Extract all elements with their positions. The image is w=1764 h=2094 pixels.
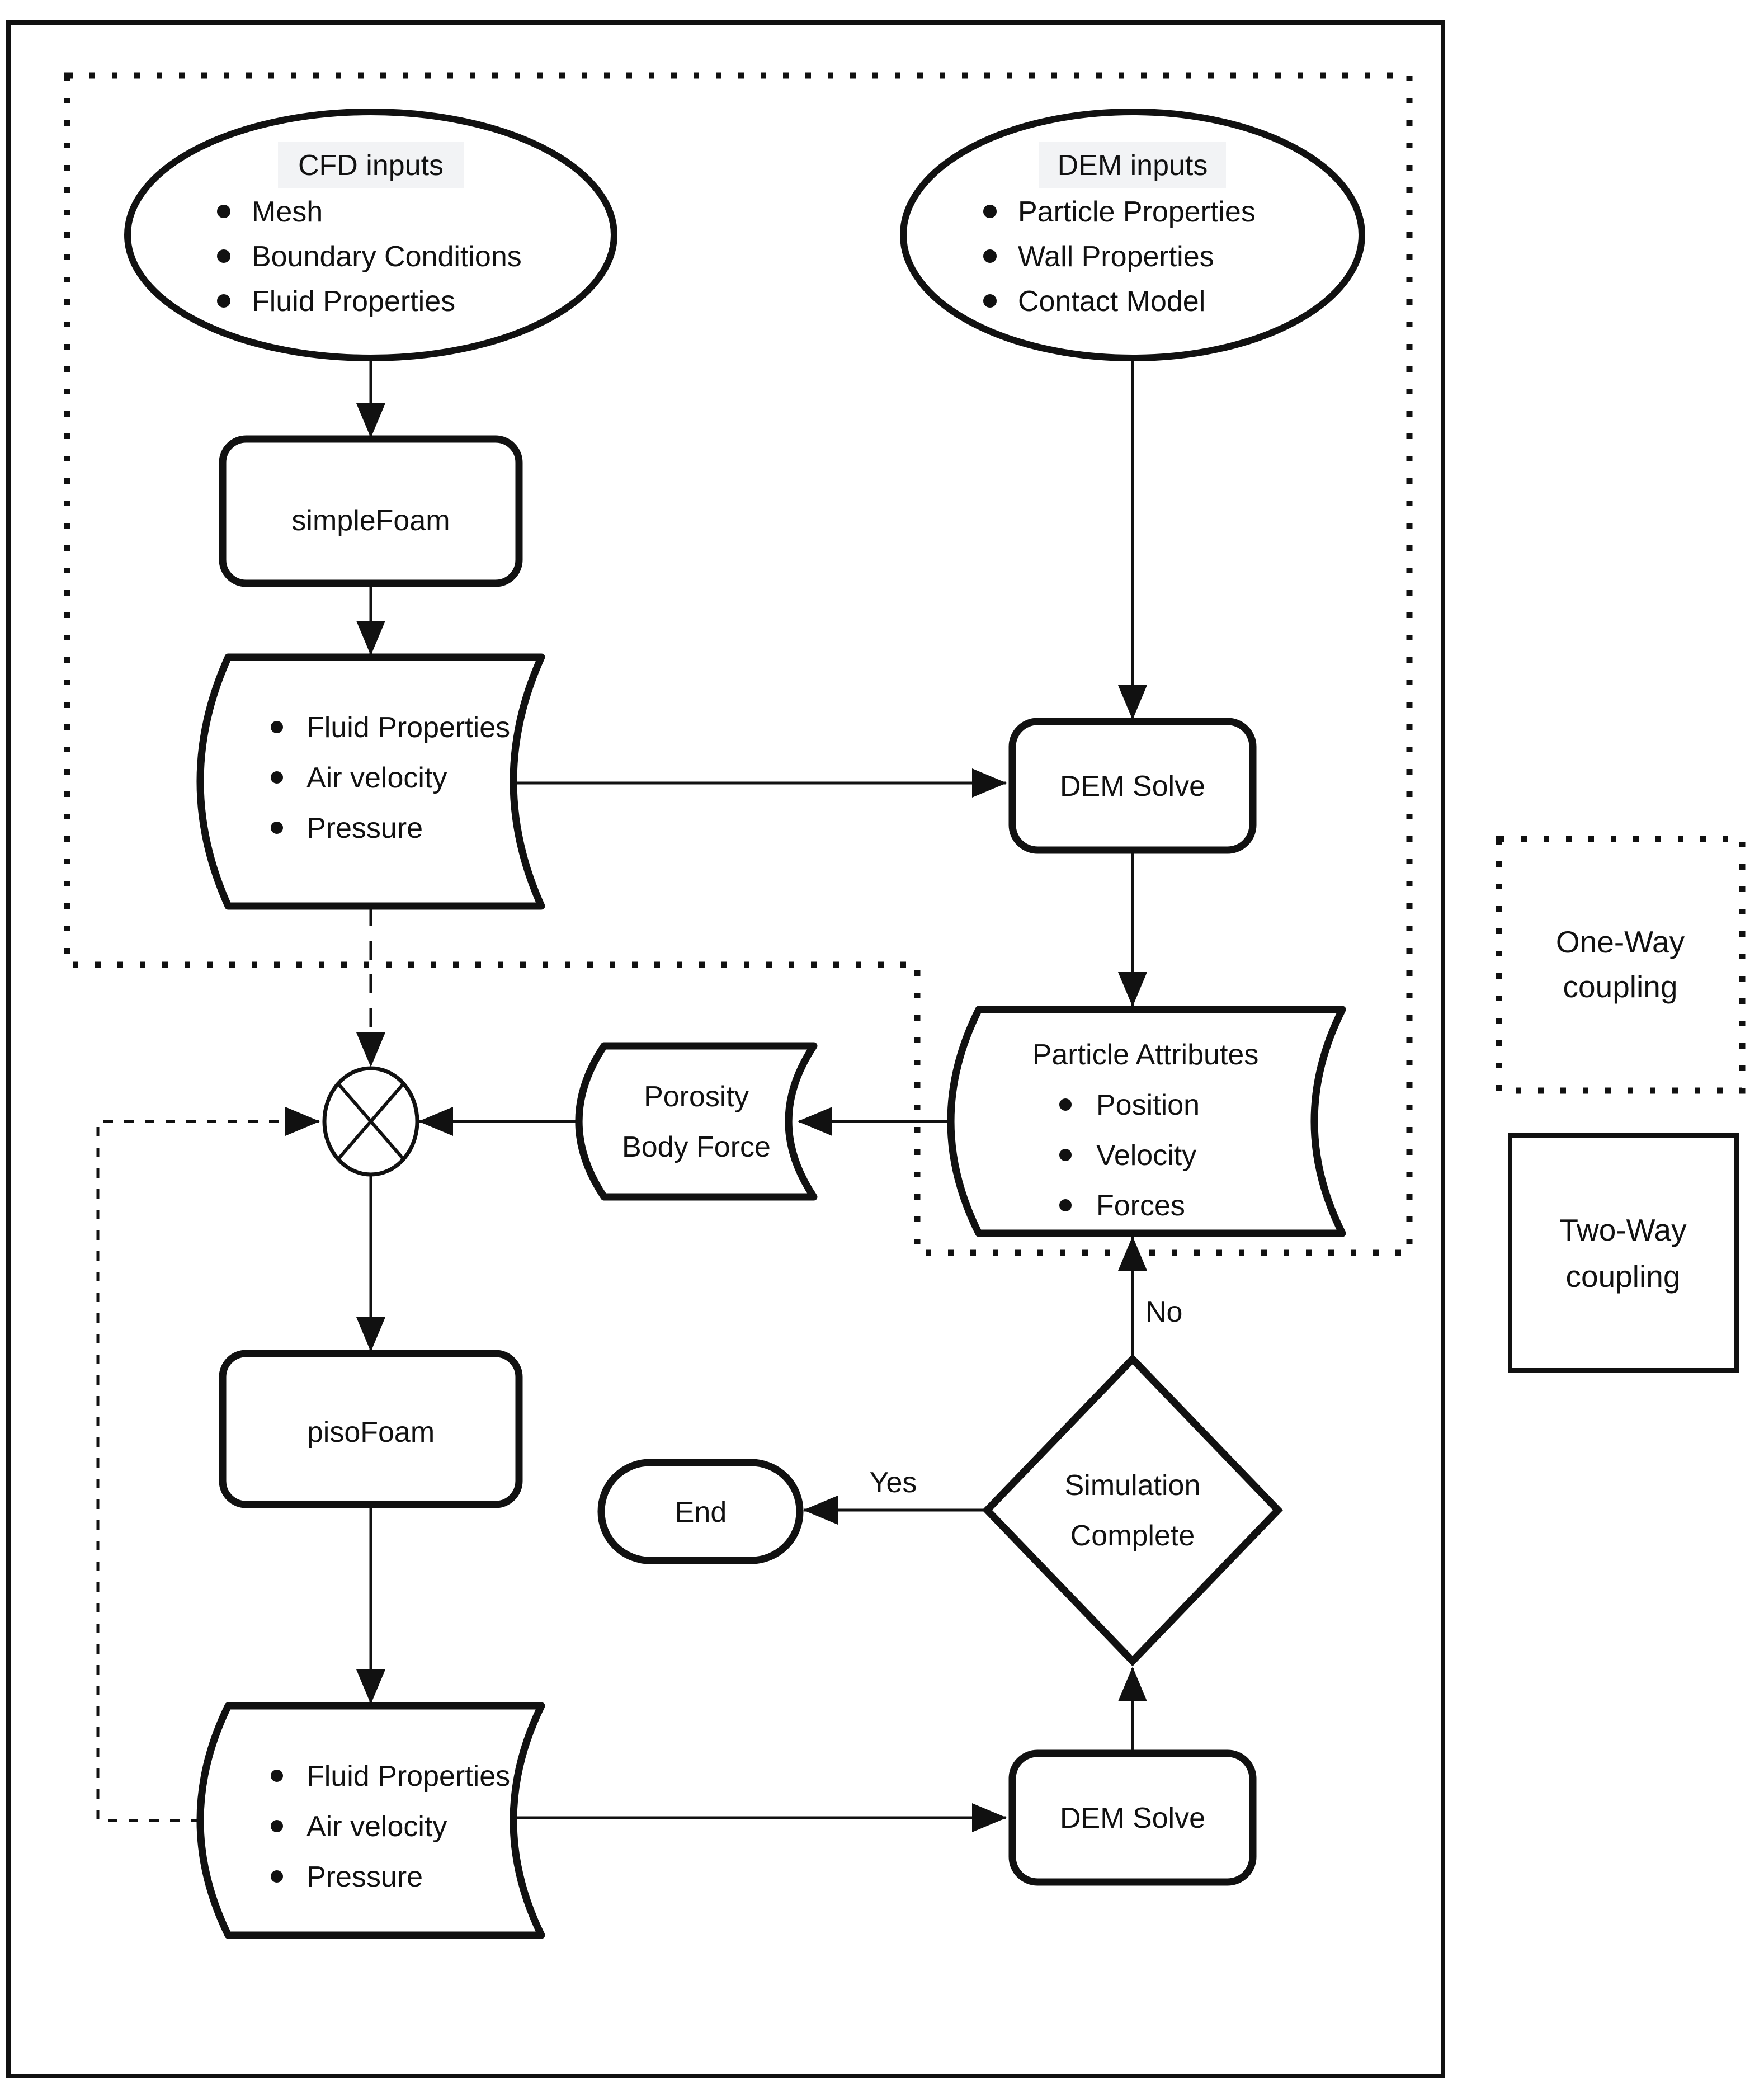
cfd-input-item: Fluid Properties: [252, 285, 455, 318]
porosity-line1: Porosity: [644, 1081, 749, 1113]
dem-solve-bottom-shape: [1008, 1749, 1257, 1886]
particle-attributes-shape: [947, 1006, 1346, 1237]
simulation-complete-line1: Simulation: [1065, 1469, 1201, 1502]
cfd-inputs-shape: [124, 109, 617, 361]
cfd-inputs-title-highlight: [278, 142, 464, 188]
dem-input-item: Wall Properties: [1018, 240, 1214, 273]
pisofoam-shape: [219, 1350, 523, 1508]
one-way-coupling-region-boundary: [64, 72, 1413, 1256]
particle-attributes-item: Position: [1096, 1089, 1200, 1121]
dem-input-item: Particle Properties: [1018, 196, 1256, 228]
dashed-feedback-store-to-junction: [96, 1107, 320, 1822]
cfd-input-item: Boundary Conditions: [252, 240, 522, 273]
bullet-dot: [983, 205, 997, 218]
sum-junction-icon: [322, 1066, 419, 1177]
cfd-input-item: Mesh: [252, 196, 323, 228]
legend-one-way-line2: coupling: [1563, 969, 1678, 1004]
bullet-dot: [1059, 1199, 1072, 1211]
simulation-complete-line2: Complete: [1070, 1520, 1195, 1552]
legend-one-way-line1: One-Way: [1556, 925, 1685, 959]
end-shape: [597, 1459, 804, 1564]
bullet-dot: [271, 721, 283, 733]
bullet-dot: [1059, 1098, 1072, 1111]
node-particle-attributes: Particle Attributes Position Velocity Fo…: [947, 1006, 1346, 1237]
simplefoam-shape: [219, 435, 523, 587]
sum-junction-x-stroke: [337, 1083, 405, 1160]
dem-inputs-title: DEM inputs: [1058, 149, 1208, 182]
node-simplefoam: simpleFoam: [219, 435, 523, 587]
dem-input-item: Contact Model: [1018, 285, 1205, 318]
particle-attributes-item: Forces: [1096, 1190, 1185, 1222]
bullet-dot: [217, 205, 230, 218]
bullet-dot: [217, 249, 230, 263]
end-label: End: [675, 1496, 727, 1529]
bullet-dot: [271, 1820, 283, 1832]
node-pisofoam: pisoFoam: [219, 1350, 523, 1508]
bullet-dot: [271, 771, 283, 784]
bullet-dot: [983, 294, 997, 308]
legend-one-way-box: [1496, 836, 1746, 1094]
bullet-dot: [983, 249, 997, 263]
diagram-border: [6, 20, 1445, 2078]
node-fluid-store-bottom: Fluid Properties Air velocity Pressure: [196, 1702, 545, 1939]
dem-solve-top-label: DEM Solve: [1060, 770, 1205, 803]
legend: One-Way coupling Two-Way coupling: [1496, 836, 1746, 1373]
fluid-store-item: Air velocity: [306, 762, 447, 794]
legend-two-way-line1: Two-Way: [1559, 1213, 1687, 1247]
dem-inputs-shape: [900, 109, 1365, 361]
node-dem-solve-top: DEM Solve: [1008, 718, 1257, 854]
porosity-body-force-shape: [575, 1042, 818, 1201]
cfd-inputs-title: CFD inputs: [298, 149, 444, 182]
porosity-line2: Body Force: [622, 1131, 771, 1163]
node-simulation-complete: Simulation Complete: [982, 1353, 1284, 1667]
dem-solve-top-shape: [1008, 718, 1257, 854]
node-dem-solve-bottom: DEM Solve: [1008, 1749, 1257, 1886]
bullet-dot: [271, 1870, 283, 1883]
bullet-dot: [271, 822, 283, 834]
edge-label-no: No: [1145, 1296, 1182, 1328]
bullet-dot: [271, 1770, 283, 1782]
fluid-store-top-shape: [196, 653, 545, 910]
fluid-store-item: Pressure: [306, 812, 423, 845]
node-fluid-store-top: Fluid Properties Air velocity Pressure: [196, 653, 545, 910]
fluid-store-item: Fluid Properties: [306, 711, 510, 744]
fluid-store-item: Air velocity: [306, 1810, 447, 1843]
fluid-store-bottom-shape: [196, 1702, 545, 1939]
bullet-dot: [1059, 1149, 1072, 1161]
node-dem-inputs: DEM inputs Particle Properties Wall Prop…: [900, 109, 1365, 361]
particle-attributes-title: Particle Attributes: [1032, 1039, 1259, 1071]
node-cfd-inputs: CFD inputs Mesh Boundary Conditions Flui…: [124, 109, 617, 361]
simplefoam-label: simpleFoam: [291, 504, 450, 537]
node-porosity-body-force: Porosity Body Force: [575, 1042, 818, 1201]
bullet-dot: [217, 294, 230, 308]
legend-two-way-box: [1508, 1133, 1739, 1373]
node-end: End: [597, 1459, 804, 1564]
dem-solve-bottom-label: DEM Solve: [1060, 1802, 1205, 1834]
simulation-complete-shape: [982, 1353, 1284, 1667]
particle-attributes-item: Velocity: [1096, 1139, 1196, 1172]
dem-inputs-title-highlight: [1039, 142, 1226, 188]
legend-two-way-line2: coupling: [1566, 1259, 1681, 1294]
fluid-store-item: Pressure: [306, 1861, 423, 1893]
pisofoam-label: pisoFoam: [307, 1416, 435, 1449]
fluid-store-item: Fluid Properties: [306, 1760, 510, 1793]
edge-label-yes: Yes: [870, 1466, 917, 1499]
